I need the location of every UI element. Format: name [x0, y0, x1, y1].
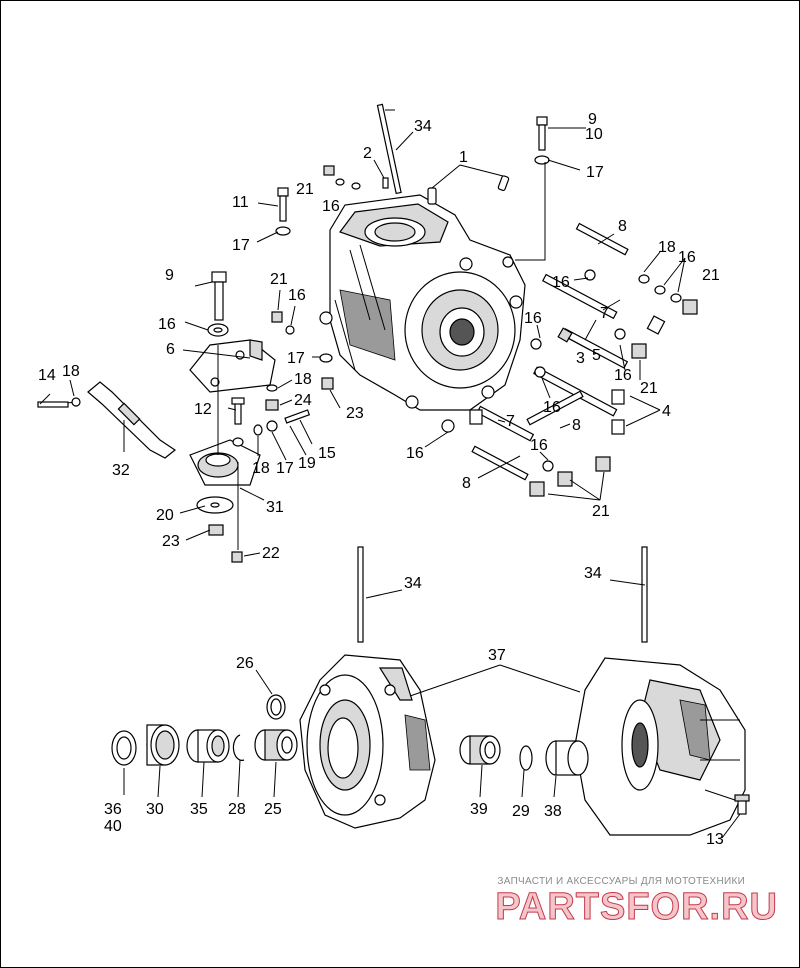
callout-22: 22: [262, 545, 280, 562]
engine-mount-bracket: [189, 339, 276, 393]
callout-38: 38: [544, 803, 562, 820]
callout-16: 16: [322, 198, 340, 215]
callout-1: 1: [459, 149, 468, 166]
callout-34: 34: [404, 575, 422, 592]
callout-17: 17: [232, 237, 250, 254]
callout-21: 21: [640, 380, 658, 397]
crankcase-left-lower: [299, 654, 436, 829]
callout-7: 7: [506, 413, 515, 430]
crankcase-right-lower: [574, 657, 746, 836]
callout-10: 10: [585, 126, 603, 143]
callout-16: 16: [614, 367, 632, 384]
dowel-pin: [427, 187, 437, 205]
callout-15: 15: [318, 445, 336, 462]
callout-8: 8: [572, 417, 581, 434]
callout-6: 6: [166, 341, 175, 358]
callout-7: 7: [600, 305, 609, 322]
callout-16: 16: [406, 445, 424, 462]
callout-26: 26: [236, 655, 254, 672]
callout-8: 8: [618, 218, 627, 235]
callout-16: 16: [530, 437, 548, 454]
stud-34-left: [357, 546, 364, 643]
callout-14: 14: [38, 367, 56, 384]
bushing-38: [545, 740, 589, 776]
callout-9: 9: [588, 111, 597, 128]
callout-34: 34: [414, 118, 432, 135]
callout-16: 16: [524, 310, 542, 327]
callout-2: 2: [363, 145, 372, 162]
stud-34-right: [641, 546, 648, 643]
callout-8: 8: [462, 475, 471, 492]
callout-17: 17: [287, 350, 305, 367]
callout-19: 19: [298, 455, 316, 472]
callout-13: 13: [706, 831, 724, 848]
callout-20: 20: [156, 507, 174, 524]
callout-30: 30: [146, 801, 164, 818]
callout-39: 39: [470, 801, 488, 818]
callout-21: 21: [702, 267, 720, 284]
bolt-9-top: [534, 116, 550, 165]
callout-18: 18: [62, 363, 80, 380]
callout-16: 16: [288, 287, 306, 304]
callout-11: 11: [232, 194, 249, 211]
callout-28: 28: [228, 801, 246, 818]
callout-16: 16: [678, 249, 696, 266]
callout-16: 16: [158, 316, 176, 333]
callout-9: 9: [165, 267, 174, 284]
watermark-brand-logo: PARTSFOR.RU: [495, 886, 778, 928]
callout-17: 17: [276, 460, 294, 477]
needle-bearing-39: [459, 735, 501, 765]
callout-36: 36: [104, 801, 122, 818]
callout-21: 21: [270, 271, 288, 288]
callout-31: 31: [266, 499, 284, 516]
retaining-ring-28: [232, 734, 245, 761]
upper-crankcase-assembly: [37, 103, 698, 563]
callout-16: 16: [543, 399, 561, 416]
ring-29: [519, 745, 533, 771]
callout-25: 25: [264, 801, 282, 818]
bolt-9-left: [207, 271, 229, 337]
rubber-mount: [189, 439, 261, 563]
callout-4: 4: [662, 403, 671, 420]
sleeve-35: [186, 729, 230, 763]
callout-17: 17: [586, 164, 604, 181]
callout-5: 5: [592, 347, 601, 364]
bolt-11: [275, 187, 291, 236]
callout-3: 3: [576, 350, 585, 367]
fitting-13: [734, 794, 750, 815]
lower-crankcase-assembly: [111, 546, 750, 836]
callout-21: 21: [296, 181, 314, 198]
callout-40: 40: [104, 818, 122, 835]
callout-23: 23: [162, 533, 180, 550]
stud-34-upper: [376, 103, 402, 195]
leader-lines: [39, 127, 741, 839]
callout-34: 34: [584, 565, 602, 582]
bearing-race-30: [146, 724, 180, 766]
callout-23: 23: [346, 405, 364, 422]
watermark-tagline: ЗАПЧАСТИ И АКСЕССУАРЫ ДЛЯ МОТОТЕХНИКИ: [497, 876, 746, 887]
callout-21: 21: [592, 503, 610, 520]
bearing-25: [254, 729, 298, 761]
callout-29: 29: [512, 803, 530, 820]
callout-32: 32: [112, 462, 130, 479]
stabilizer-link: [37, 381, 177, 459]
callout-24: 24: [294, 392, 312, 409]
callout-labels-upper: 34 2 1 9 10 17 21 16 11 17 8 18 16 21 9 …: [38, 111, 720, 562]
callout-35: 35: [190, 801, 208, 818]
through-bolts-right: [469, 222, 666, 481]
callout-16: 16: [552, 274, 570, 291]
watermark: ЗАПЧАСТИ И АКСЕССУАРЫ ДЛЯ МОТОТЕХНИКИ PA…: [495, 876, 778, 928]
callout-18: 18: [294, 371, 312, 388]
callout-12: 12: [194, 401, 212, 418]
callout-37: 37: [488, 647, 506, 664]
callout-18: 18: [658, 239, 676, 256]
callout-labels-lower: 34 34 26 37 36 40 30 35 28 25 39 29 38 1…: [104, 565, 724, 848]
callout-18: 18: [252, 460, 270, 477]
